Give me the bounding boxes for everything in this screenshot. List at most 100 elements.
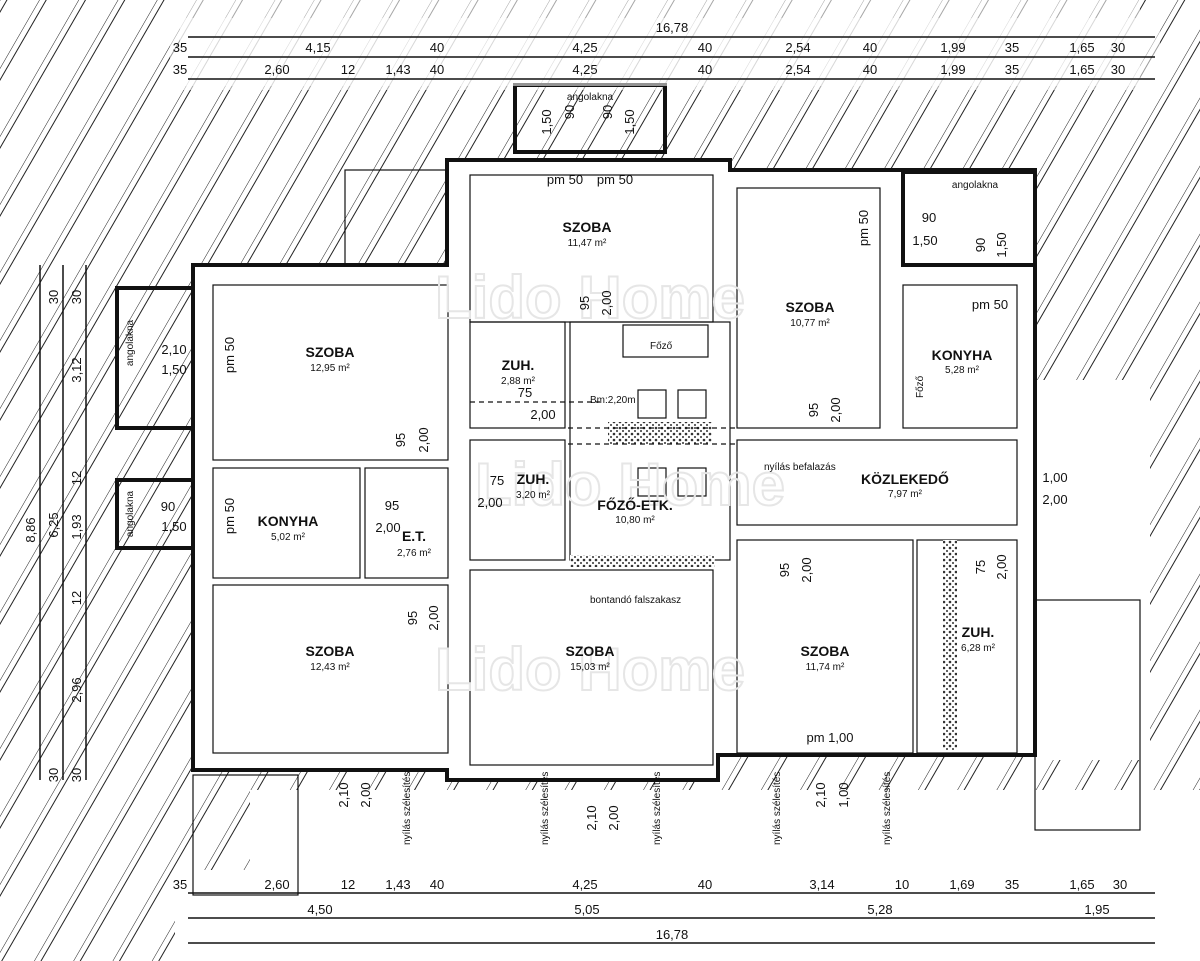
svg-text:1,43: 1,43 (385, 877, 410, 892)
svg-text:pm 50: pm 50 (547, 172, 583, 187)
annotations: pm 50 pm 50 pm 50 pm 50 pm 50 pm 50 pm 1… (222, 172, 1008, 845)
svg-text:Bm:2,20m: Bm:2,20m (590, 395, 636, 406)
room-area: 11,47 m² (568, 238, 607, 249)
room-name: KONYHA (932, 347, 993, 363)
svg-text:40: 40 (863, 40, 877, 55)
svg-text:75: 75 (518, 385, 532, 400)
svg-text:3,14: 3,14 (809, 877, 834, 892)
svg-text:2,00: 2,00 (426, 605, 441, 630)
svg-text:35: 35 (1005, 40, 1019, 55)
room-area: 2,76 m² (397, 548, 432, 559)
svg-text:40: 40 (430, 40, 444, 55)
room-area: 5,28 m² (945, 365, 980, 376)
svg-text:2,00: 2,00 (358, 782, 373, 807)
room-name: ZUH. (962, 624, 995, 640)
svg-text:10: 10 (895, 877, 909, 892)
svg-text:2,10: 2,10 (584, 805, 599, 830)
svg-text:1,43: 1,43 (385, 62, 410, 77)
room-area: 5,02 m² (271, 532, 306, 543)
svg-text:pm 1,00: pm 1,00 (807, 730, 854, 745)
room-area: 10,80 m² (615, 515, 655, 526)
svg-text:5,28: 5,28 (867, 902, 892, 917)
svg-text:4,15: 4,15 (305, 40, 330, 55)
room-name: KÖZLEKEDŐ (861, 470, 949, 487)
svg-text:1,00: 1,00 (1042, 470, 1067, 485)
svg-text:2,96: 2,96 (69, 677, 84, 702)
svg-text:16,78: 16,78 (656, 927, 689, 942)
room-name: ZUH. (502, 357, 535, 373)
svg-text:1,93: 1,93 (69, 514, 84, 539)
svg-text:Lido Home: Lido Home (435, 636, 745, 703)
room-name: ZUH. (517, 471, 550, 487)
svg-text:pm 50: pm 50 (222, 498, 237, 534)
light-well (115, 286, 195, 430)
svg-text:1,50: 1,50 (622, 109, 637, 134)
room-area: 12,43 m² (310, 662, 350, 673)
opening-dimensions: 1,50 90 90 1,50 2,10 1,50 90 1,50 90 1,5… (161, 105, 1068, 831)
svg-text:Főző: Főző (650, 341, 673, 352)
svg-text:nyílás szélesítés: nyílás szélesítés (652, 772, 663, 845)
light-well (115, 478, 195, 550)
stairs (1034, 599, 1141, 831)
room-area: 11,74 m² (806, 662, 845, 673)
svg-text:1,99: 1,99 (940, 62, 965, 77)
svg-text:90: 90 (922, 210, 936, 225)
svg-text:90: 90 (161, 499, 175, 514)
bottom-dimensions: 35 2,60 12 1,43 40 4,25 40 3,14 10 1,69 … (173, 877, 1155, 944)
svg-text:95: 95 (806, 403, 821, 417)
light-well-label: angolakna (125, 319, 136, 366)
svg-text:1,00: 1,00 (836, 782, 851, 807)
svg-text:4,50: 4,50 (307, 902, 332, 917)
svg-text:12: 12 (341, 877, 355, 892)
svg-text:2,54: 2,54 (785, 62, 810, 77)
svg-text:4,25: 4,25 (572, 877, 597, 892)
svg-text:40: 40 (430, 62, 444, 77)
watermark: Lido Home Lido Home Lido Home (434, 263, 786, 704)
svg-text:2,60: 2,60 (264, 62, 289, 77)
svg-text:40: 40 (430, 877, 444, 892)
svg-text:12: 12 (341, 62, 355, 77)
svg-text:2,00: 2,00 (1042, 492, 1067, 507)
svg-text:2,00: 2,00 (416, 427, 431, 452)
svg-text:2,54: 2,54 (785, 40, 810, 55)
svg-text:Lido Home: Lido Home (435, 264, 745, 331)
svg-text:1,50: 1,50 (994, 232, 1009, 257)
room-area: 12,95 m² (310, 363, 350, 374)
svg-text:1,50: 1,50 (912, 233, 937, 248)
svg-text:2,00: 2,00 (375, 520, 400, 535)
svg-text:pm 50: pm 50 (597, 172, 633, 187)
svg-text:95: 95 (405, 611, 420, 625)
svg-text:2,10: 2,10 (336, 782, 351, 807)
svg-text:pm 50: pm 50 (972, 297, 1008, 312)
svg-text:2,00: 2,00 (530, 407, 555, 422)
svg-text:8,86: 8,86 (23, 517, 38, 542)
top-dimensions: 16,78 35 4,15 40 4,25 40 2,54 40 1,99 35… (170, 18, 1160, 86)
svg-text:30: 30 (69, 290, 84, 304)
svg-text:30: 30 (69, 768, 84, 782)
room-name: SZOBA (306, 643, 355, 659)
svg-text:40: 40 (863, 62, 877, 77)
svg-text:30: 30 (46, 768, 61, 782)
svg-text:5,05: 5,05 (574, 902, 599, 917)
svg-text:35: 35 (173, 40, 187, 55)
svg-text:95: 95 (385, 498, 399, 513)
svg-text:1,50: 1,50 (161, 362, 186, 377)
svg-text:nyílás szélesítés: nyílás szélesítés (772, 772, 783, 845)
svg-text:1,50: 1,50 (539, 109, 554, 134)
svg-text:bontandó falszakasz: bontandó falszakasz (590, 595, 681, 606)
svg-text:2,10: 2,10 (161, 342, 186, 357)
svg-text:12: 12 (69, 591, 84, 605)
svg-text:4,25: 4,25 (572, 40, 597, 55)
svg-text:1,65: 1,65 (1069, 40, 1094, 55)
svg-text:1,95: 1,95 (1084, 902, 1109, 917)
svg-text:30: 30 (1111, 62, 1125, 77)
light-well-label: angolakna (125, 490, 136, 537)
svg-text:2,00: 2,00 (599, 290, 614, 315)
svg-text:35: 35 (173, 62, 187, 77)
room-area: 15,03 m² (570, 662, 610, 673)
svg-text:1,99: 1,99 (940, 40, 965, 55)
room-area: 3,20 m² (516, 490, 551, 501)
svg-text:nyílás szélesítés: nyílás szélesítés (540, 772, 551, 845)
svg-text:2,00: 2,00 (799, 557, 814, 582)
left-dimensions: 8,86 30 6,25 30 30 3,12 12 1,93 12 2,96 … (23, 265, 87, 782)
